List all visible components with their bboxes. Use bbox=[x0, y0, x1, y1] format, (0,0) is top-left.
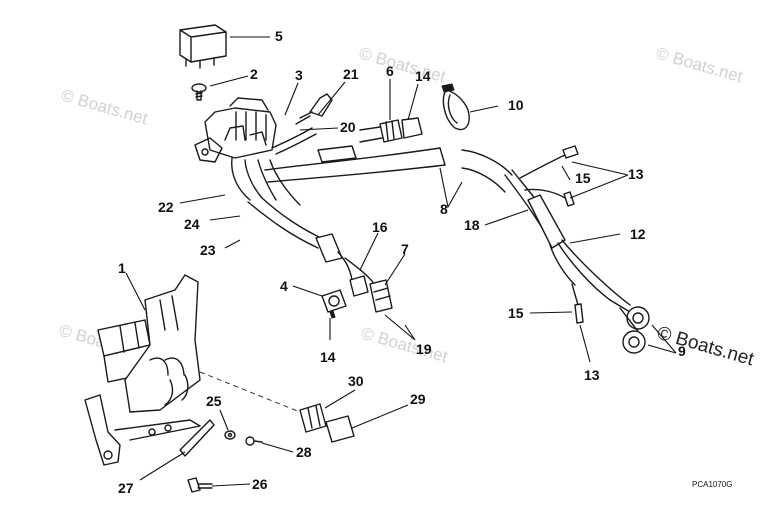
clamp-part-10[interactable] bbox=[441, 83, 470, 131]
callout-16: 16 bbox=[372, 219, 388, 235]
callout-2: 2 bbox=[250, 66, 258, 82]
callout-20: 20 bbox=[340, 119, 356, 135]
boot-part-14-upper[interactable] bbox=[359, 117, 423, 143]
callout-labels: 5 2 3 21 6 14 10 20 13 15 22 8 24 18 16 … bbox=[118, 28, 686, 496]
bracket-assembly-part-1[interactable] bbox=[84, 274, 201, 466]
callout-6: 6 bbox=[386, 63, 394, 79]
watermark-3: © Boats.net bbox=[654, 44, 745, 87]
callout-15-bottom: 15 bbox=[508, 305, 524, 321]
harness-branch-part-18[interactable] bbox=[461, 149, 566, 249]
callout-3: 3 bbox=[295, 67, 303, 83]
callout-14-bottom: 14 bbox=[320, 349, 336, 365]
callout-25: 25 bbox=[206, 393, 222, 409]
terminal-part-15-lower[interactable] bbox=[571, 283, 584, 324]
callout-28: 28 bbox=[296, 444, 312, 460]
fuse-part-29[interactable] bbox=[325, 415, 355, 443]
callout-4: 4 bbox=[280, 278, 288, 294]
callout-15-top: 15 bbox=[575, 170, 591, 186]
connector-part-16[interactable] bbox=[349, 275, 369, 297]
watermark-1: © Boats.net bbox=[59, 86, 150, 129]
callout-7: 7 bbox=[401, 241, 409, 257]
callout-23: 23 bbox=[200, 242, 216, 258]
watermark-5: © Boats.net bbox=[359, 324, 450, 367]
callout-12: 12 bbox=[630, 226, 646, 242]
callout-14-top: 14 bbox=[415, 68, 431, 84]
connector-boot-part-21[interactable] bbox=[295, 93, 333, 125]
main-harness-part-8[interactable] bbox=[231, 145, 446, 206]
callout-13-bottom: 13 bbox=[584, 367, 600, 383]
callout-29: 29 bbox=[410, 391, 426, 407]
callout-27: 27 bbox=[118, 480, 134, 496]
callout-22: 22 bbox=[158, 199, 174, 215]
grommet-part-6[interactable] bbox=[379, 119, 403, 143]
lower-harness-branch[interactable] bbox=[247, 197, 376, 286]
callout-30: 30 bbox=[348, 373, 364, 389]
callout-9: 9 bbox=[678, 343, 686, 359]
indicator-part-4[interactable] bbox=[321, 289, 347, 319]
connector-part-7[interactable] bbox=[369, 279, 393, 313]
screw-part-28[interactable] bbox=[245, 436, 263, 446]
ring-terminal-part-9[interactable] bbox=[609, 299, 650, 354]
bolt-part-26[interactable] bbox=[187, 477, 213, 493]
watermark-2: © Boats.net bbox=[357, 44, 448, 87]
callout-8: 8 bbox=[440, 201, 448, 217]
fuse-holder-part-30[interactable] bbox=[299, 403, 327, 433]
terminal-part-13-upper[interactable] bbox=[519, 145, 579, 207]
screw-part-2[interactable] bbox=[191, 83, 207, 101]
callout-19: 19 bbox=[416, 341, 432, 357]
strap-part-27[interactable] bbox=[179, 419, 215, 457]
callout-21: 21 bbox=[343, 66, 359, 82]
callout-13-top: 13 bbox=[628, 166, 644, 182]
callout-18: 18 bbox=[464, 217, 480, 233]
harness-sleeve-part-12[interactable] bbox=[549, 239, 631, 306]
callout-10: 10 bbox=[508, 97, 524, 113]
relay-part-5[interactable] bbox=[179, 24, 227, 69]
wire-lead-part-20[interactable] bbox=[271, 127, 317, 155]
diagram-code: PCA1070G bbox=[692, 480, 732, 489]
washer-part-25[interactable] bbox=[224, 430, 236, 440]
callout-26: 26 bbox=[252, 476, 268, 492]
leader-lines bbox=[125, 36, 677, 487]
callout-5: 5 bbox=[275, 28, 283, 44]
callout-1: 1 bbox=[118, 260, 126, 276]
callout-24: 24 bbox=[184, 216, 200, 232]
terminal-block-part-3[interactable] bbox=[194, 97, 277, 163]
